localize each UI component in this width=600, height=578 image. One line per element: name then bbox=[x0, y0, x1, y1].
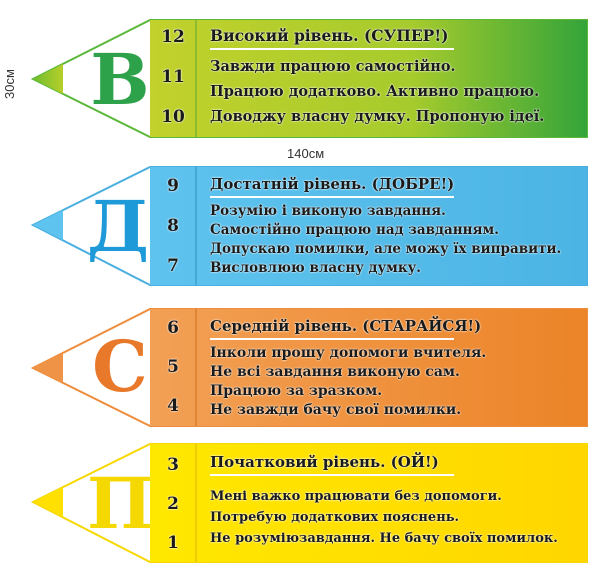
level-title: Початковий рівень. (ОЙ!) bbox=[210, 453, 439, 471]
level-title: Високий рівень. (СУПЕР!) bbox=[210, 26, 449, 45]
descriptor-line: Допускаю помилки, але можу їх виправити. bbox=[210, 241, 562, 257]
descriptor-line: Інколи прошу допомоги вчителя. bbox=[210, 345, 487, 361]
descriptor-line: Доводжу власну думку. Пропоную ідеї. bbox=[210, 108, 545, 125]
grade-numbers: 9 8 7 bbox=[150, 176, 196, 276]
grade-numbers: 12 11 10 bbox=[150, 27, 196, 127]
grade-number: 8 bbox=[167, 216, 179, 236]
level-letter: С bbox=[92, 325, 148, 408]
title-underline bbox=[210, 48, 454, 50]
level-description: Початковий рівень. (ОЙ!) Мені важко прац… bbox=[210, 453, 580, 549]
descriptor-line: Мені важко працювати без допомоги. bbox=[210, 489, 502, 504]
grade-numbers: 3 2 1 bbox=[150, 455, 196, 553]
descriptor-line: Розумію і виконую завдання. bbox=[210, 203, 446, 219]
grade-number: 11 bbox=[161, 67, 185, 87]
level-letter: В bbox=[90, 38, 150, 121]
grade-number: 10 bbox=[161, 107, 185, 127]
level-title: Достатній рівень. (ДОБРЕ!) bbox=[210, 175, 455, 193]
level-panel-high: В 12 11 10 Високий рівень. (СУПЕР!) Завж… bbox=[0, 19, 600, 138]
descriptor-line: Не завжди бачу свої помилки. bbox=[210, 402, 462, 418]
level-letter: Д bbox=[86, 185, 150, 268]
grade-number: 9 bbox=[167, 176, 179, 196]
grade-number: 2 bbox=[167, 494, 179, 514]
pencil-shape bbox=[30, 443, 588, 563]
descriptor-line: Не всі завдання виконую сам. bbox=[210, 364, 460, 380]
title-underline bbox=[210, 338, 454, 340]
grade-number: 12 bbox=[161, 27, 185, 47]
title-underline bbox=[210, 196, 454, 198]
level-description: Середній рівень. (СТАРАЙСЯ!) Інколи прош… bbox=[210, 317, 580, 420]
grade-number: 5 bbox=[167, 357, 179, 377]
descriptor-line: Працюю за зразком. bbox=[210, 383, 383, 399]
descriptor-line: Самостійно працюю над завданням. bbox=[210, 222, 499, 238]
level-panel-initial: П 3 2 1 Початковий рівень. (ОЙ!) Мені ва… bbox=[0, 443, 600, 563]
level-title: Середній рівень. (СТАРАЙСЯ!) bbox=[210, 317, 482, 335]
descriptor-line: Завжди працюю самостійно. bbox=[210, 58, 456, 75]
grade-number: 1 bbox=[167, 533, 179, 553]
level-description: Високий рівень. (СУПЕР!) Завжди працюю с… bbox=[210, 26, 580, 129]
level-panel-average: С 6 5 4 Середній рівень. (СТАРАЙСЯ!) Інк… bbox=[0, 308, 600, 427]
grade-number: 4 bbox=[167, 396, 179, 416]
descriptor-line: Працюю додатково. Активно працюю. bbox=[210, 83, 540, 100]
title-underline bbox=[210, 474, 454, 476]
descriptor-line: Висловлюю власну думку. bbox=[210, 260, 421, 276]
level-letter: П bbox=[86, 462, 154, 545]
grade-number: 7 bbox=[167, 256, 179, 276]
level-panel-sufficient: Д 9 8 7 Достатній рівень. (ДОБРЕ!) Розум… bbox=[0, 166, 600, 286]
descriptor-line: Потребую додаткових пояснень. bbox=[210, 510, 460, 525]
grade-number: 6 bbox=[167, 318, 179, 338]
level-description: Достатній рівень. (ДОБРЕ!) Розумію і вик… bbox=[210, 175, 580, 278]
descriptor-line: Не розуміюзавдання. Не бачу своїх помило… bbox=[210, 531, 558, 546]
grade-number: 3 bbox=[167, 455, 179, 475]
grade-numbers: 6 5 4 bbox=[150, 318, 196, 416]
width-dimension-label: 140см bbox=[287, 146, 325, 161]
